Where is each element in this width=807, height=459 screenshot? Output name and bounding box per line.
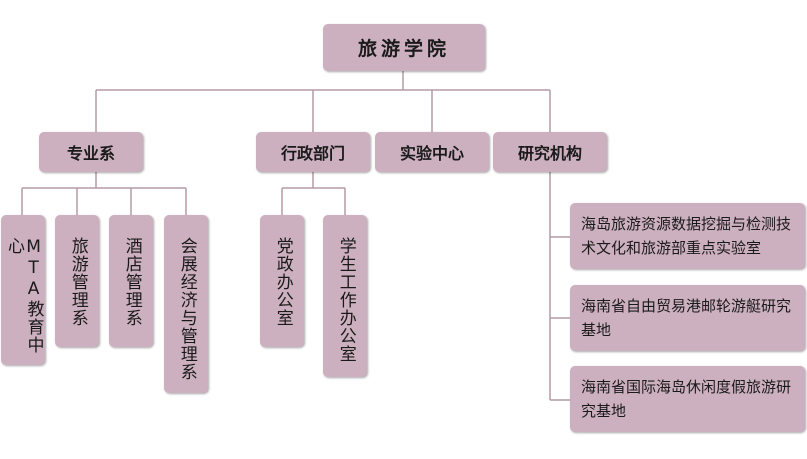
node-label: 行政部门 (280, 144, 345, 163)
node-admin-unit: 党政办公室 (260, 215, 304, 347)
node-research-unit: 海南省自由贸易港邮轮游艇研究基地 (570, 285, 805, 351)
node-label: 研究机构 (517, 144, 582, 163)
node-research-unit: 海南省国际海岛休闲度假旅游研究基地 (570, 366, 805, 432)
node-department: 研究机构 (493, 132, 607, 172)
node-label: 旅游学院 (357, 38, 450, 60)
node-label: 海南省自由贸易港邮轮游艇研究基地 (581, 297, 792, 339)
node-label: 会展经济与管理系 (176, 237, 197, 381)
node-label: 实验中心 (399, 144, 464, 163)
node-label: 酒店管理系 (121, 237, 142, 327)
node-label: 海南省国际海岛休闲度假旅游研究基地 (581, 378, 792, 420)
node-academic-unit: MTA教育中心 (1, 215, 45, 365)
node-admin-unit: 学生工作办公室 (323, 215, 367, 377)
node-academic-unit: 旅游管理系 (55, 215, 99, 347)
node-label: 专业系 (66, 144, 115, 163)
node-label: 学生工作办公室 (335, 237, 356, 363)
node-academic-unit: 会展经济与管理系 (164, 215, 208, 393)
node-label: 海岛旅游资源数据挖掘与检测技术文化和旅游部重点实验室 (581, 215, 792, 257)
node-department: 实验中心 (375, 132, 489, 172)
node-department: 行政部门 (256, 132, 370, 172)
node-academic-unit: 酒店管理系 (109, 215, 153, 347)
node-research-unit: 海岛旅游资源数据挖掘与检测技术文化和旅游部重点实验室 (570, 203, 805, 269)
node-label: MTA教育中心 (4, 237, 44, 354)
node-label: 旅游管理系 (67, 237, 88, 327)
node-department: 专业系 (39, 132, 143, 172)
node-label: 党政办公室 (272, 237, 293, 327)
node-root: 旅游学院 (323, 24, 485, 71)
